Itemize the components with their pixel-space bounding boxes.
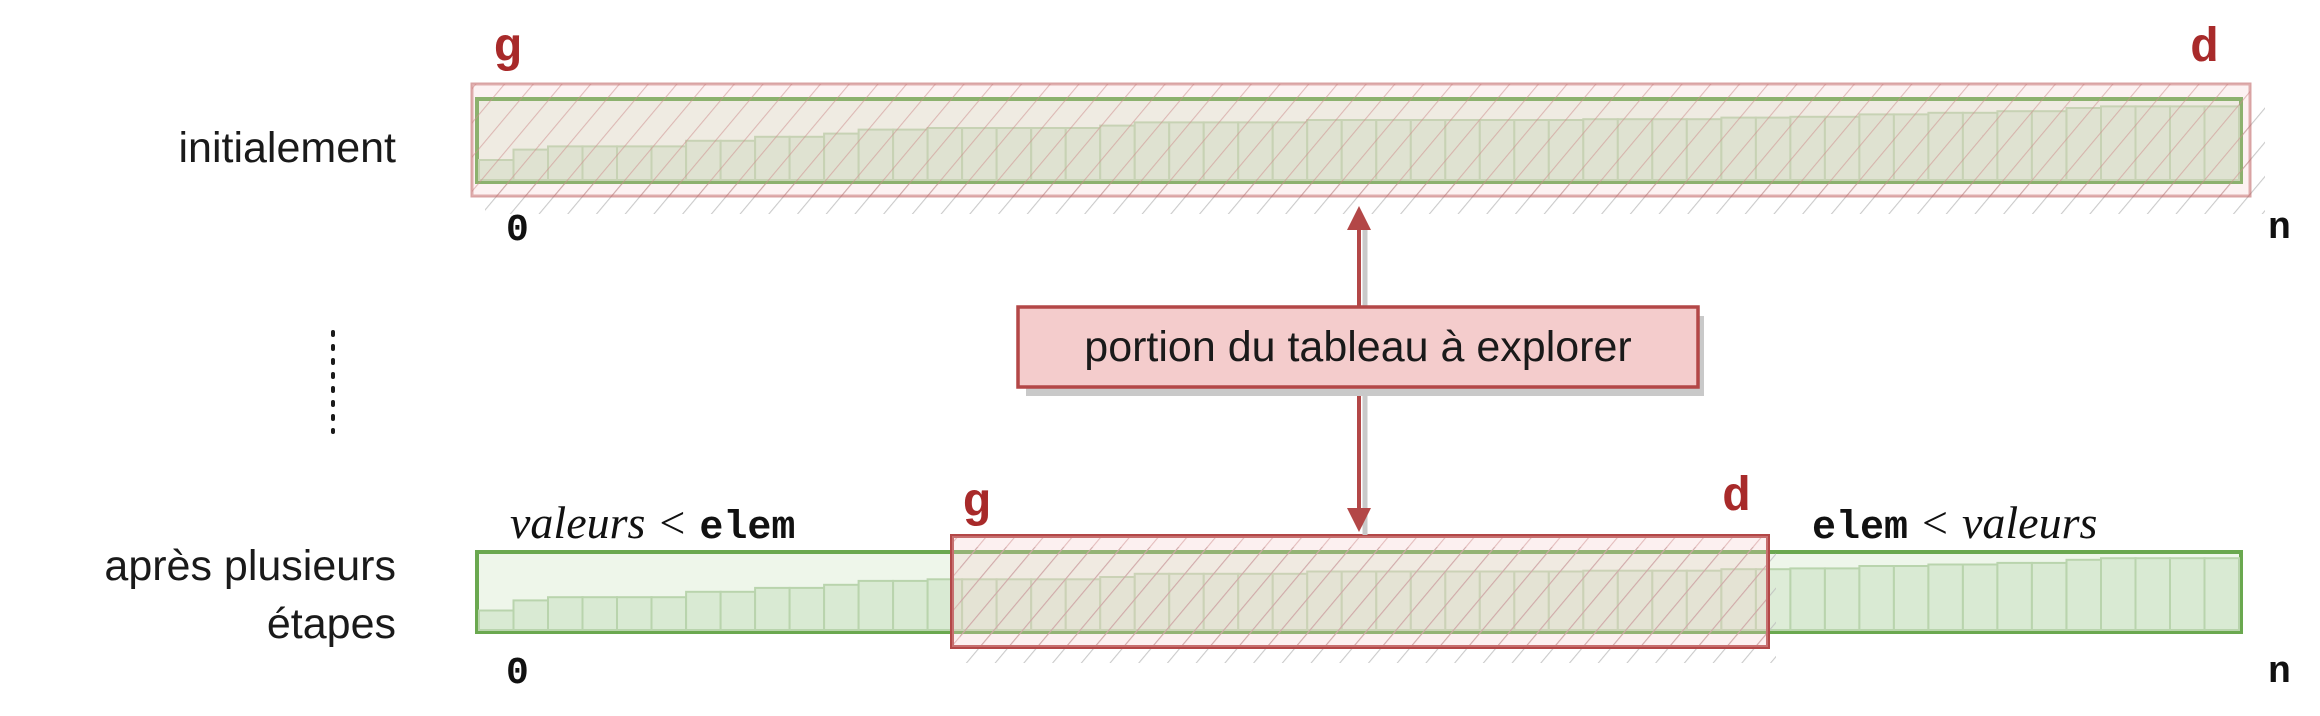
array-after-cell-39 xyxy=(1823,567,1861,632)
left-expression: valeurs < elem xyxy=(510,497,795,551)
array-after-cell-2 xyxy=(547,596,584,632)
array-after-window xyxy=(950,534,1770,649)
index-end-after: n xyxy=(2268,651,2291,694)
row-label-after-line1: après plusieurs xyxy=(104,542,396,590)
array-after-cell-44 xyxy=(1996,561,2033,632)
left-expr-op: < xyxy=(659,497,685,548)
array-after-cell-10 xyxy=(823,583,860,631)
array-after-cell-8 xyxy=(754,586,791,632)
index-start-initial: 0 xyxy=(506,209,529,252)
right-expr-values: valeurs xyxy=(1962,497,2097,548)
array-initial-window xyxy=(470,82,2252,198)
index-start-after: 0 xyxy=(506,652,529,695)
array-after-cell-41 xyxy=(1892,565,1930,631)
pointer-d-initial: d xyxy=(2190,22,2219,76)
array-initial-window-tint xyxy=(472,84,2250,196)
array-after-cell-46 xyxy=(2065,558,2102,631)
array-after-cell-48 xyxy=(2134,557,2171,632)
pointer-d-after: d xyxy=(1722,471,1751,525)
array-after-cell-6 xyxy=(685,590,722,631)
array-after-cell-40 xyxy=(1858,565,1895,631)
row-label-initial: initialement xyxy=(179,124,397,172)
array-after-cell-12 xyxy=(892,579,929,632)
callout-box xyxy=(1016,305,1700,389)
pointer-g-initial: g xyxy=(493,22,522,76)
left-expr-elem: elem xyxy=(699,506,795,551)
array-after-cell-11 xyxy=(857,579,895,632)
array-after-cell-9 xyxy=(788,586,826,632)
callout: portion du tableau à explorer xyxy=(1016,305,1704,396)
array-after-cell-38 xyxy=(1789,567,1826,632)
pointer-g-after: g xyxy=(962,477,991,531)
array-after-cell-45 xyxy=(2030,561,2068,632)
array-after-cell-1 xyxy=(512,599,549,632)
array-after-cell-3 xyxy=(581,596,618,632)
index-end-initial: n xyxy=(2268,207,2291,250)
right-expr-elem: elem xyxy=(1812,506,1908,551)
array-after-cell-42 xyxy=(1927,563,1964,631)
array-after-cell-50 xyxy=(2203,557,2240,632)
callout-label: portion du tableau à explorer xyxy=(1084,323,1631,371)
row-label-after-line2: étapes xyxy=(267,600,396,648)
right-expression: elem < valeurs xyxy=(1812,497,2097,551)
array-after-window-tint xyxy=(952,536,1768,647)
array-after-cell-5 xyxy=(650,596,687,632)
array-after-cell-43 xyxy=(1961,563,1999,631)
array-after-cell-7 xyxy=(719,590,757,631)
right-expr-op: < xyxy=(1922,497,1948,548)
array-after-cell-47 xyxy=(2100,557,2137,632)
array-after-cell-4 xyxy=(616,596,653,632)
left-expr-values: valeurs xyxy=(510,497,645,548)
array-after-cell-0 xyxy=(478,609,515,631)
array-after xyxy=(475,534,2243,663)
array-after-cell-49 xyxy=(2169,557,2206,632)
array-initial xyxy=(470,82,2265,214)
